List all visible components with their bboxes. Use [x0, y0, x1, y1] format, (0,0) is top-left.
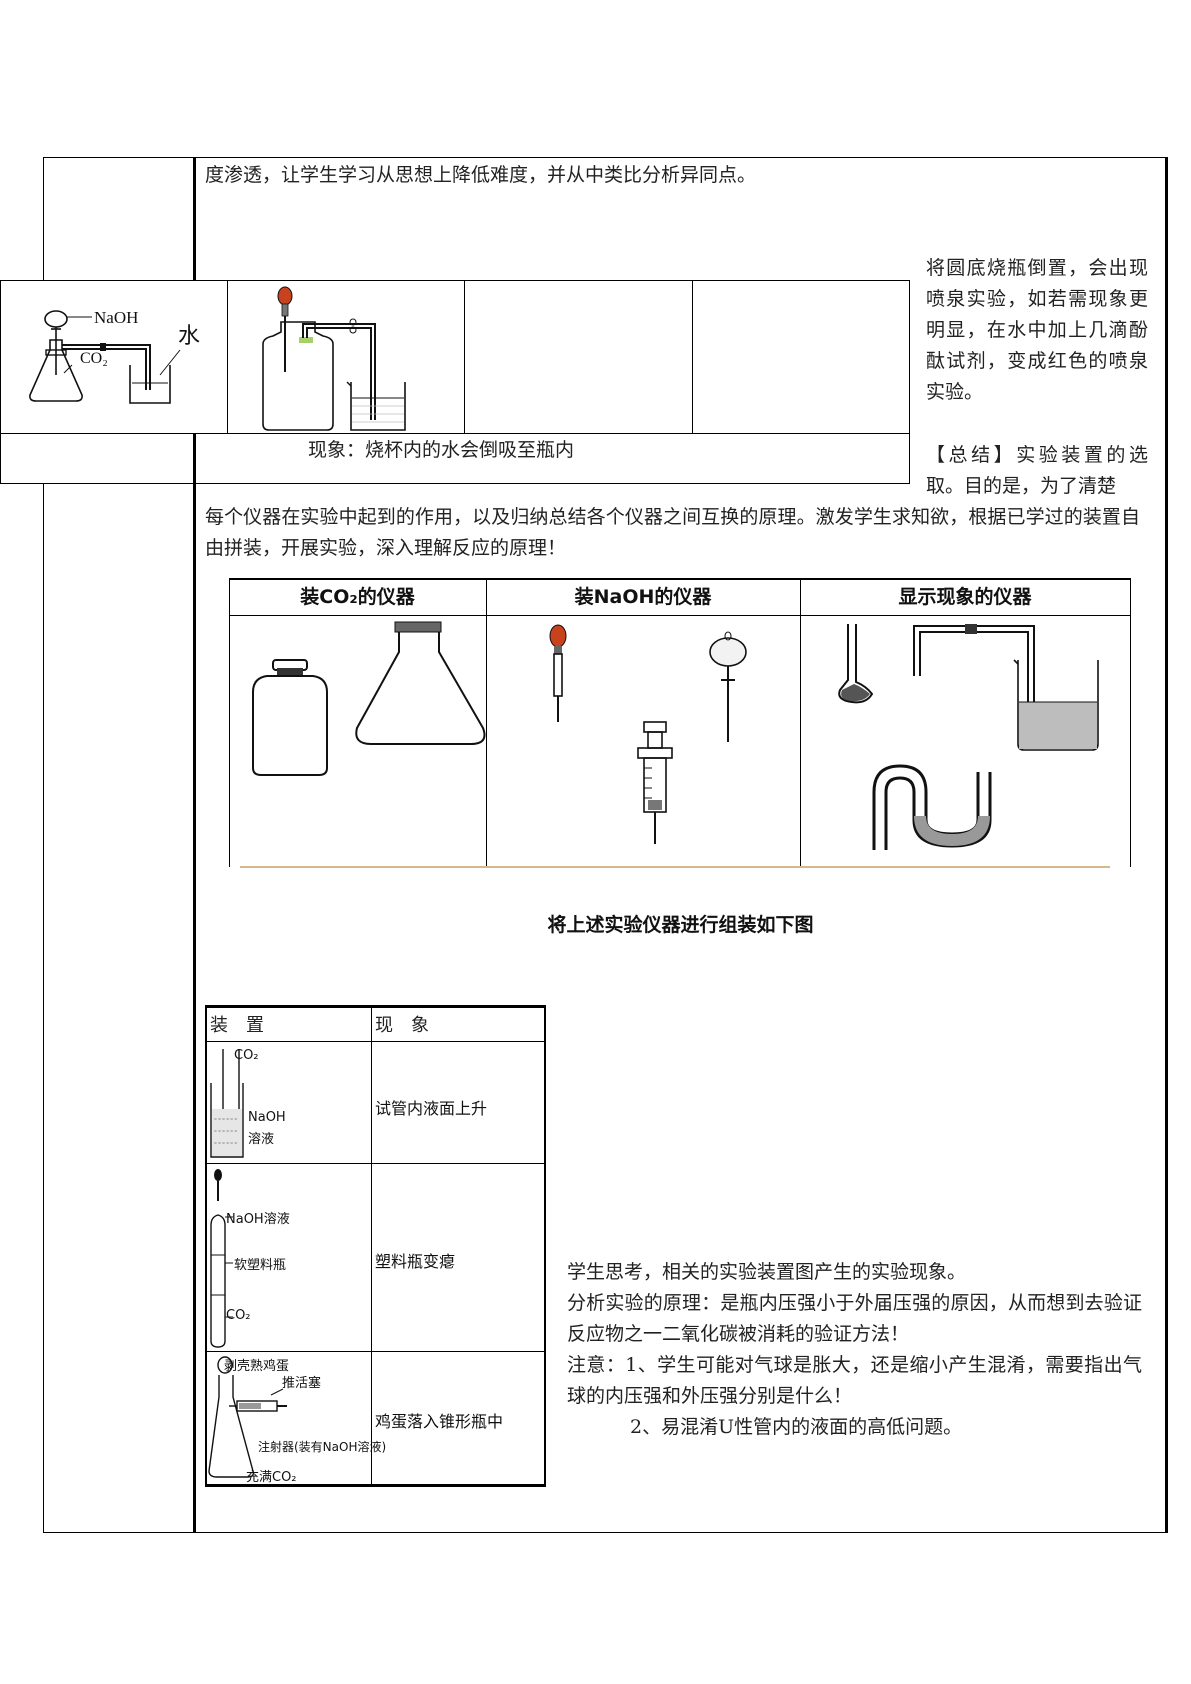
setup-row2-phenomenon: 塑料瓶变瘪	[375, 1252, 456, 1271]
setup-row3-label-syringe: 注射器(装有NaOH溶液)	[258, 1440, 387, 1454]
setup-row3-label-push: 推活塞	[282, 1376, 322, 1391]
instrument-header-display: 显示现象的仪器	[898, 586, 1032, 608]
outer-table-left	[43, 157, 44, 1533]
analysis-note-2: 2、易混淆U性管内的液面的高低问题。	[630, 1416, 963, 1438]
assembly-caption: 将上述实验仪器进行组装如下图	[547, 914, 814, 936]
display-instruments-figure	[838, 624, 1099, 850]
naoh-containers-figure	[549, 624, 747, 844]
instrument-header-naoh: 装NaOH的仪器	[574, 586, 712, 608]
setup-row1-label-co2: CO₂	[234, 1048, 259, 1063]
fountain-note: 将圆底烧瓶倒置，会出现喷泉实验，如若需现象更明显，在水中加上几滴酚酞试剂，变成红…	[926, 257, 1148, 403]
setup-row3-figure	[208, 1356, 287, 1478]
setup-row1-figure: = = = = = = = = = = = = = = = = = =	[210, 1049, 244, 1158]
analysis-thinking: 学生思考，相关的实验装置图产生的实验现象。	[567, 1261, 967, 1283]
continued-paragraph: 每个仪器在实验中起到的作用，以及归纳总结各个仪器之间互换的原理。激发学生求知欲，…	[205, 506, 1140, 559]
water-label: 水	[178, 323, 200, 348]
summary-note: 【总结】实验装置的选取。目的是，为了清楚	[926, 444, 1148, 497]
upper-apparatus-table	[0, 280, 910, 483]
setup-row1-phenomenon: 试管内液面上升	[375, 1099, 488, 1118]
svg-text:= = = = = =: = = = = = =	[214, 1118, 237, 1123]
svg-text:= = = = = =: = = = = = =	[214, 1142, 237, 1147]
setup-row2-figure	[210, 1169, 233, 1348]
outer-table-divider	[193, 157, 196, 1533]
setup-row3-phenomenon: 鸡蛋落入锥形瓶中	[375, 1412, 504, 1431]
setup-row2-label-co2: CO₂	[226, 1308, 251, 1323]
outer-table-right	[1165, 157, 1168, 1533]
bottle-dropper-beaker-figure	[262, 286, 406, 431]
instrument-header-co2: 装CO₂的仪器	[300, 586, 415, 608]
setup-header-apparatus: 装 置	[210, 1015, 264, 1036]
setup-header-phenomenon: 现 象	[375, 1015, 429, 1036]
setup-row2-label-bottle: 软塑料瓶	[234, 1258, 287, 1273]
naoh-label: NaOH	[94, 308, 138, 327]
co2-label: CO₂	[80, 350, 108, 367]
setup-row1-label-naoh: NaOH	[248, 1110, 286, 1125]
outer-table-top	[43, 157, 1168, 158]
analysis-note-1: 注意：1、学生可能对气球是胀大，还是缩小产生混淆，需要指出气球的内压强和外压强分…	[567, 1354, 1142, 1407]
co2-containers-figure	[252, 621, 486, 776]
setup-row2-label-naoh: NaOH溶液	[226, 1212, 290, 1227]
outer-table-bottom	[43, 1532, 1168, 1533]
phenomenon-text: 现象：烧杯内的水会倒吸至瓶内	[308, 439, 575, 461]
svg-text:= = = = = =: = = = = = =	[214, 1130, 237, 1135]
setup-row1-label-solution: 溶液	[248, 1132, 275, 1147]
co2-flask-water-figure: NaOH CO₂ 水	[29, 308, 200, 404]
intro-line: 度渗透，让学生学习从思想上降低难度，并从中类比分析异同点。	[205, 164, 757, 186]
analysis-principle: 分析实验的原理：是瓶内压强小于外届压强的原因，从而想到去验证反应物之一二氧化碳被…	[567, 1292, 1142, 1345]
setup-row3-label-egg: 剥壳熟鸡蛋	[224, 1359, 290, 1374]
setup-row3-label-co2: 充满CO₂	[246, 1470, 297, 1485]
